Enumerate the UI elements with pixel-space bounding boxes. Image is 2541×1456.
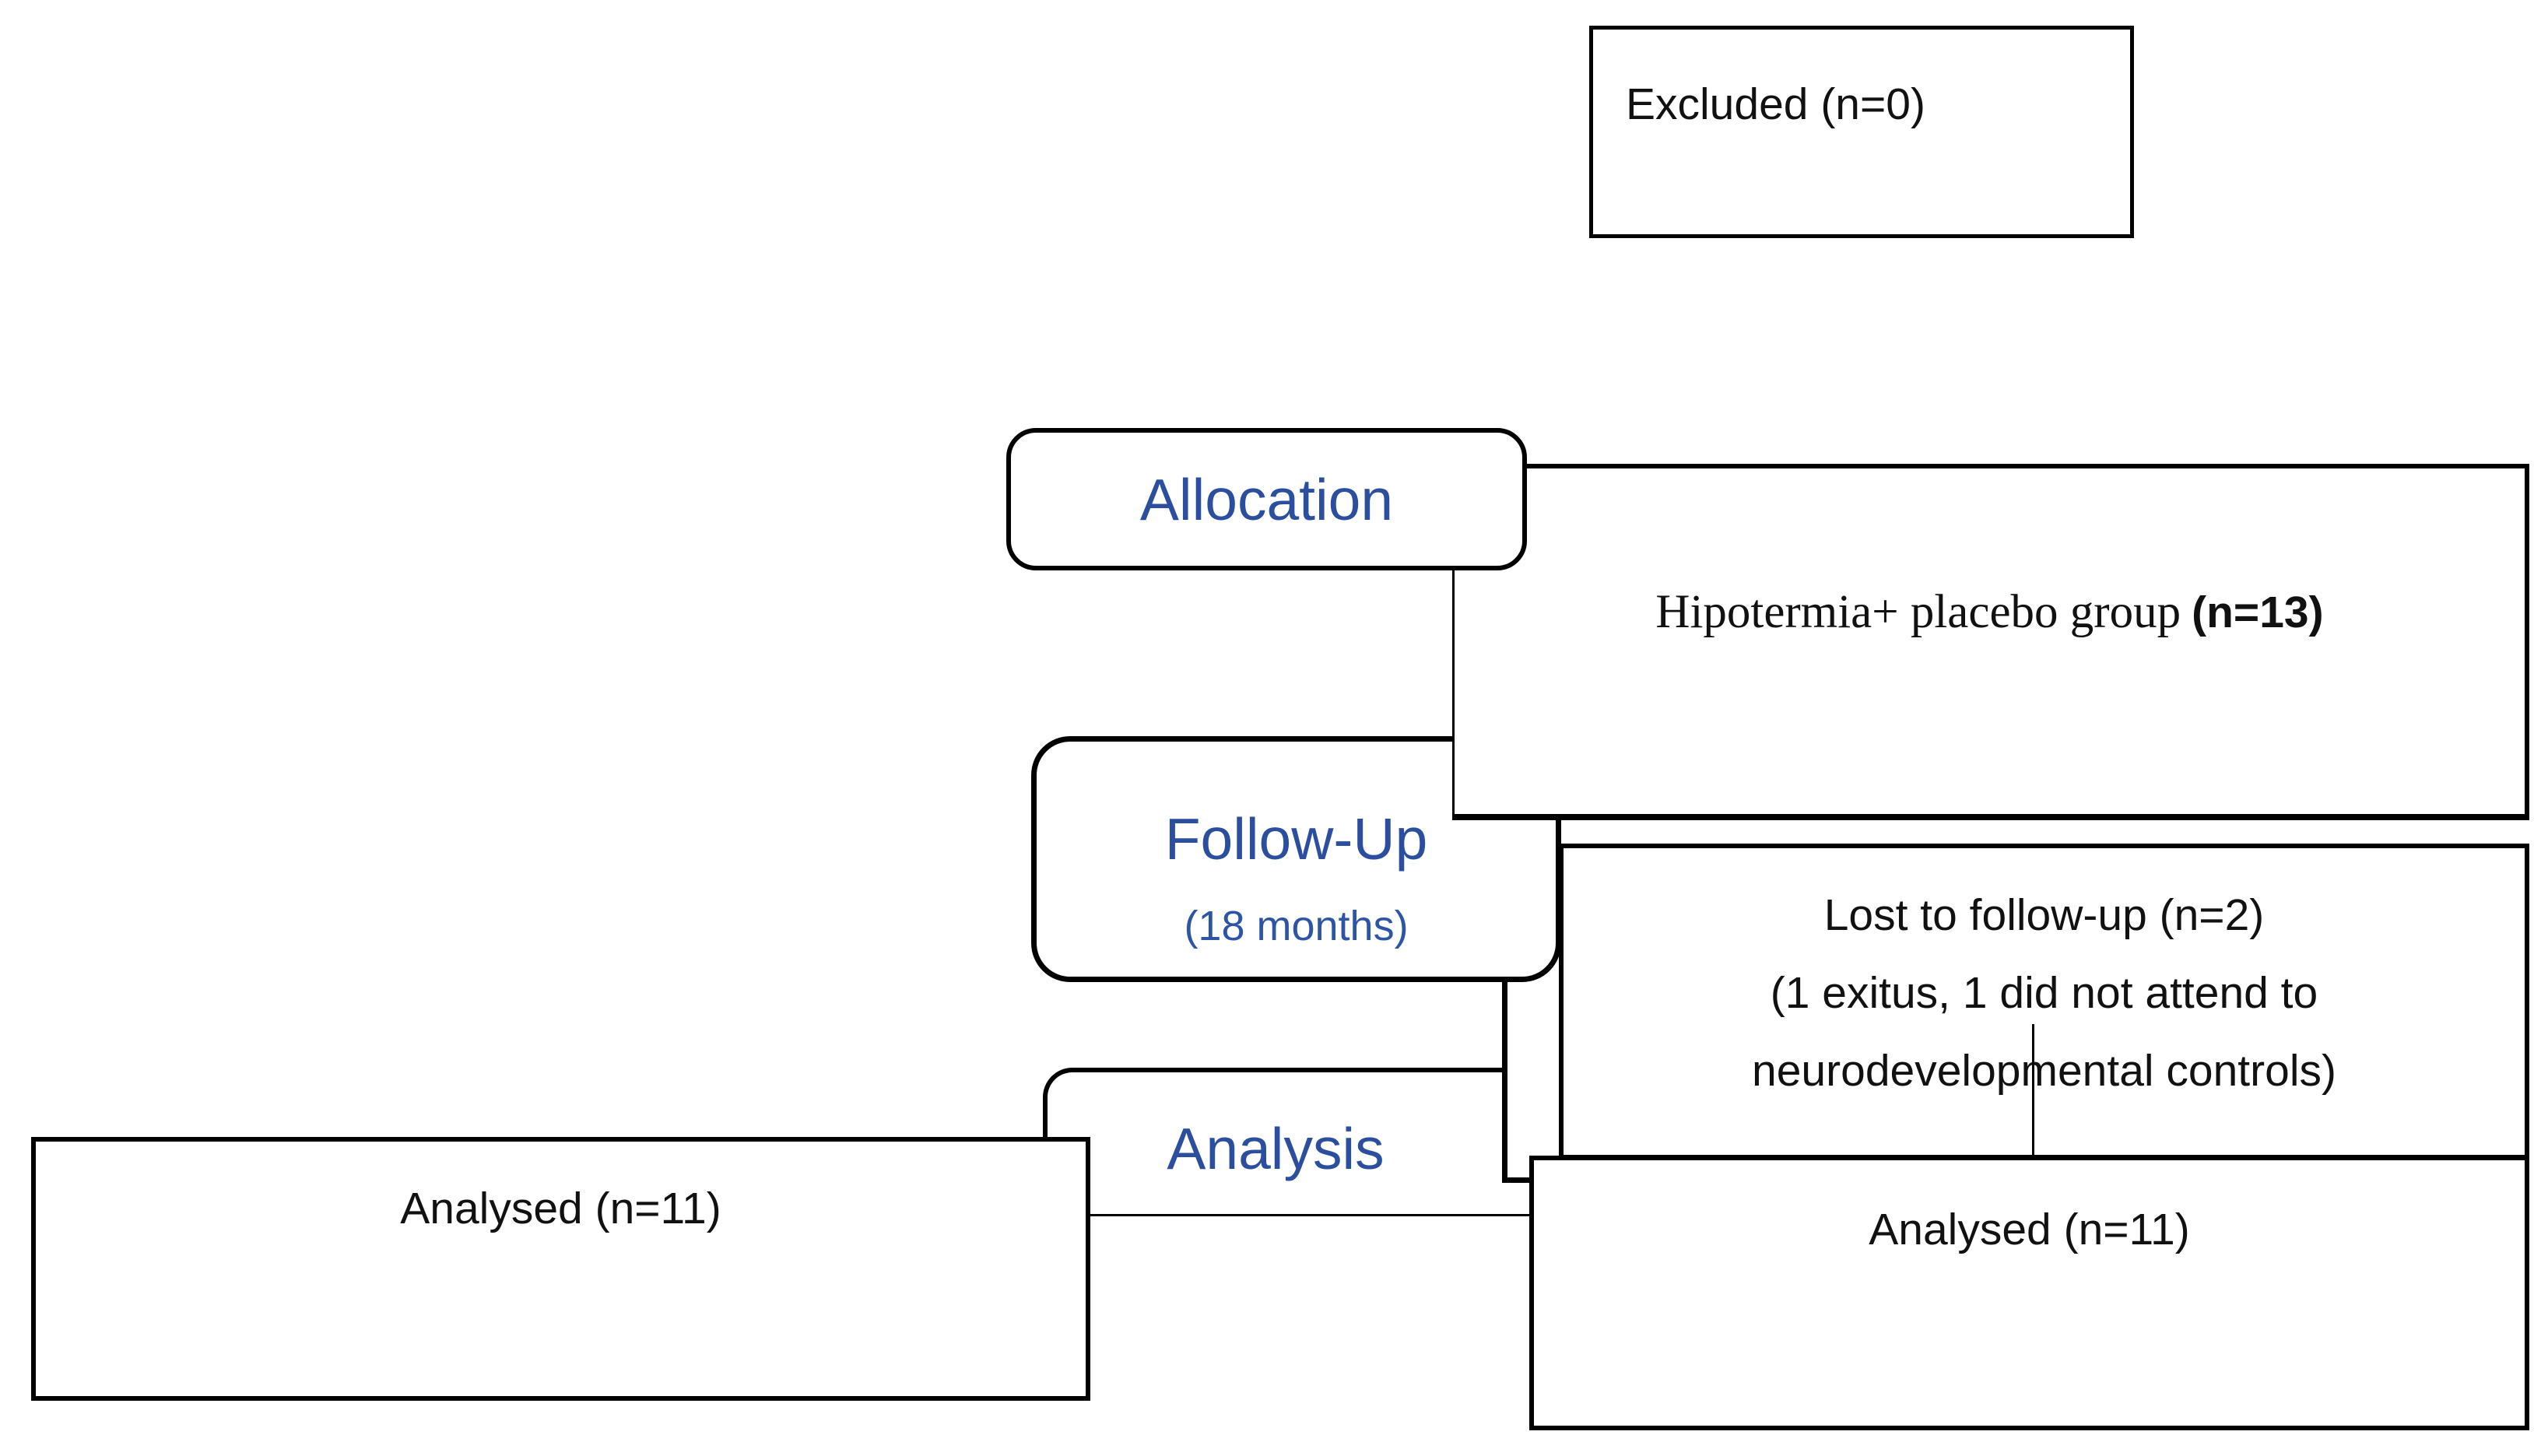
lost-line-3: neurodevelopmental controls) [1752,1046,2336,1096]
excluded-box: Excluded (n=0) [1589,26,2134,238]
connector-followup-to-analysed [1502,982,1507,1183]
followup-label: Follow-Up [1164,806,1428,872]
analysed-right-label: Analysed (n=11) [1869,1205,2190,1254]
analysed-left-box: Analysed (n=11) [31,1137,1090,1401]
lost-line-2: (1 exitus, 1 did not attend to [1770,968,2318,1018]
hipotermia-label-n: (n=13) [2192,588,2324,637]
analysis-label: Analysis [1167,1115,1385,1181]
followup-months-label: (18 months) [1184,903,1409,949]
hipotermia-group-box: Hipotermia+ placebo group(n=13) [1452,464,2529,820]
allocation-stage-box: Allocation [1006,428,1527,570]
hipotermia-label-serif: Hipotermia+ placebo group [1655,586,2181,638]
analysed-right-box: Analysed (n=11) [1529,1156,2529,1430]
lost-line-1: Lost to follow-up (n=2) [1823,890,2265,940]
analysis-box-bottom-line [1090,1214,1529,1216]
lost-to-followup-box: Lost to follow-up (n=2) (1 exitus, 1 did… [1559,844,2529,1160]
allocation-label: Allocation [1139,466,1394,532]
connector-elbow-to-analysed-right [1502,1177,1534,1183]
analysis-stage-box: Analysis [1043,1068,1504,1216]
connector-lost-to-analysed-right [2032,1024,2034,1158]
excluded-label: Excluded (n=0) [1626,79,1925,129]
analysed-left-label: Analysed (n=11) [400,1184,721,1233]
